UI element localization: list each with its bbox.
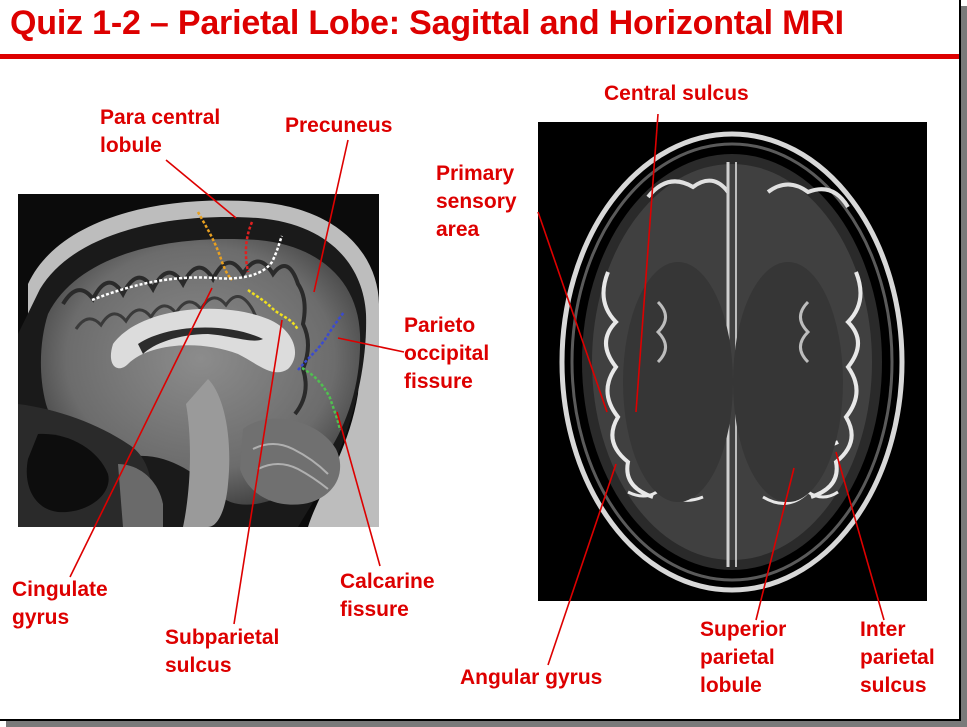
title-rule xyxy=(0,54,959,59)
label-subparietal-sulcus: Subparietal sulcus xyxy=(165,626,280,677)
label-central-sulcus: Central sulcus xyxy=(604,82,749,105)
label-angular-gyrus: Angular gyrus xyxy=(460,666,603,689)
slide-title: Quiz 1-2 – Parietal Lobe: Sagittal and H… xyxy=(10,4,844,42)
label-inter-parietal-sulcus: Inter parietal sulcus xyxy=(860,618,935,697)
label-primary-sensory-area: Primary sensory area xyxy=(436,162,517,241)
label-precuneus: Precuneus xyxy=(285,114,393,137)
label-superior-parietal-lobule: Superior parietal lobule xyxy=(700,618,787,697)
horizontal-mri-image xyxy=(538,122,927,601)
slide-shadow-right xyxy=(961,6,967,727)
label-cingulate-gyrus: Cingulate gyrus xyxy=(12,578,108,629)
sagittal-mri-image xyxy=(18,194,379,527)
slide-shadow-bottom xyxy=(6,721,967,727)
label-para-central-lobule: Para central lobule xyxy=(100,106,221,157)
label-parieto-occipital-fissure: Parieto occipital fissure xyxy=(404,314,490,393)
label-calcarine-fissure: Calcarine fissure xyxy=(340,570,435,621)
